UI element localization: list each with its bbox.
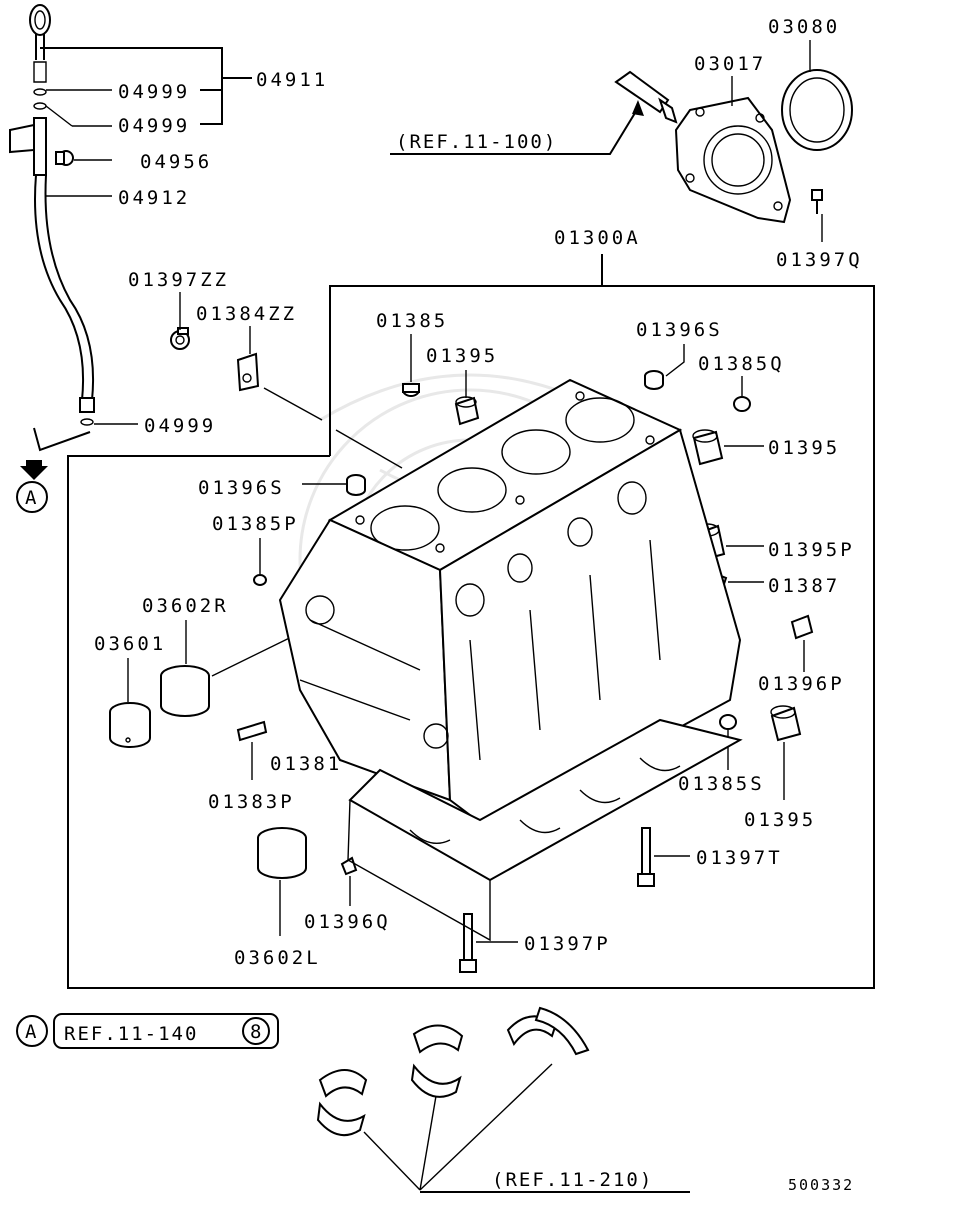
bush-01395-c-icon <box>770 705 802 742</box>
label-01395-c: 01395 <box>744 809 816 831</box>
marker-a-bottom <box>16 1015 48 1047</box>
dowel-01396s-a-icon <box>644 370 664 390</box>
label-01397ZZ: 01397ZZ <box>128 269 229 291</box>
thrust-bearing-icon <box>506 1006 590 1056</box>
ref-11-140-badge <box>242 1017 270 1045</box>
marker-a-top-label: A <box>25 487 38 509</box>
label-03602L: 03602L <box>234 947 321 969</box>
ref-11-140-box <box>53 1013 279 1049</box>
marker-a-bottom-label: A <box>25 1021 38 1043</box>
label-01396S-b: 01396S <box>198 477 285 499</box>
label-01396P: 01396P <box>758 673 845 695</box>
dowel-01396s-b-icon <box>346 474 366 496</box>
ref-11-140: REF.11-140 <box>64 1023 198 1045</box>
bracket-01384zz-icon <box>236 352 260 392</box>
bearing-03602l-icon <box>257 827 307 879</box>
label-01395-b: 01395 <box>768 437 840 459</box>
diagram-code: 500332 <box>788 1176 854 1194</box>
label-01381: 01381 <box>270 753 342 775</box>
ref-11-210: (REF.11-210) <box>492 1169 653 1191</box>
label-01385P: 01385P <box>212 513 299 535</box>
dowel-01396p-icon <box>790 614 814 640</box>
label-04956: 04956 <box>140 151 212 173</box>
label-01300A: 01300A <box>554 227 641 249</box>
oil-dipstick-icon <box>9 4 95 426</box>
label-01387: 01387 <box>768 575 840 597</box>
plug-01385p-icon <box>253 574 267 586</box>
label-04911: 04911 <box>256 69 328 91</box>
label-01395P: 01395P <box>768 539 855 561</box>
ref-11-100: (REF.11-100) <box>396 131 557 153</box>
bush-01395-b-icon <box>692 429 724 466</box>
stud-01383p-icon <box>236 720 268 742</box>
label-04999-b: 04999 <box>118 115 190 137</box>
label-04999-c: 04999 <box>144 415 216 437</box>
seal-case-bolt-icon <box>811 189 823 214</box>
label-01385Q: 01385Q <box>698 353 785 375</box>
label-01396Q: 01396Q <box>304 911 391 933</box>
label-03017: 03017 <box>694 53 766 75</box>
label-01396S-a: 01396S <box>636 319 723 341</box>
label-01385: 01385 <box>376 310 448 332</box>
plug-01385-icon <box>402 383 420 397</box>
label-01384ZZ: 01384ZZ <box>196 303 297 325</box>
label-03080: 03080 <box>768 16 840 38</box>
label-01397T: 01397T <box>696 847 783 869</box>
bearing-03601-icon <box>109 702 151 748</box>
bolt-01397p-icon <box>459 913 477 973</box>
bearing-03602r-icon <box>160 665 210 717</box>
label-04912: 04912 <box>118 187 190 209</box>
label-01397P: 01397P <box>524 933 611 955</box>
marker-a-top <box>16 481 48 513</box>
bolt-01397t-icon <box>637 827 655 887</box>
main-bearing-lower-left-icon <box>316 1069 368 1137</box>
rear-oil-seal-case-icon <box>674 96 792 224</box>
main-bearing-lower-middle-icon <box>410 1024 464 1098</box>
cylinder-block-icon <box>278 378 743 942</box>
down-arrow-icon <box>20 460 48 480</box>
bush-01395-a-icon <box>454 396 480 426</box>
label-03601: 03601 <box>94 633 166 655</box>
block-bolt-01397zz-icon <box>170 327 190 350</box>
ref-11-140-badge-label: 8 <box>250 1021 263 1043</box>
label-03602R: 03602R <box>142 595 229 617</box>
label-04999-a: 04999 <box>118 81 190 103</box>
plug-01385s-icon <box>719 714 737 730</box>
label-01395-a: 01395 <box>426 345 498 367</box>
oil-level-gauge-guide-bolt-icon <box>55 150 74 166</box>
label-01383P: 01383P <box>208 791 295 813</box>
rear-oil-seal-icon <box>781 69 853 151</box>
plug-01385q-icon <box>733 396 751 412</box>
sealant-tube-icon <box>614 70 678 124</box>
block-frame <box>67 285 875 989</box>
label-01397Q: 01397Q <box>776 249 863 271</box>
label-01385S: 01385S <box>678 773 765 795</box>
